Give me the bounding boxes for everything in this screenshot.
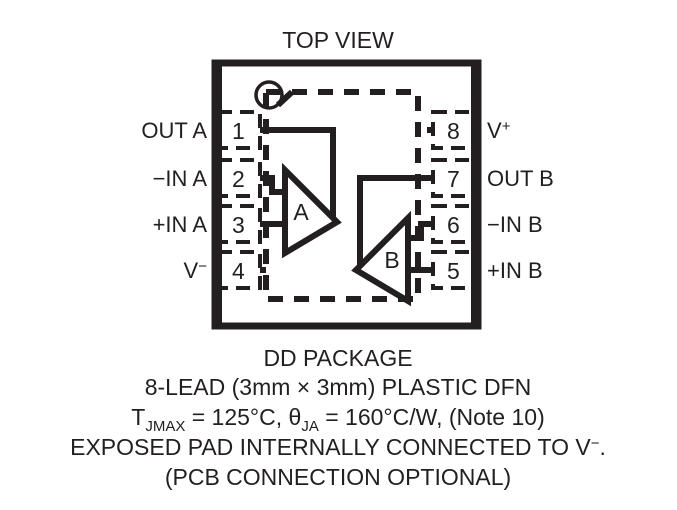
pin-label-out-b: OUT B [487, 166, 554, 191]
pin-label-noninv-in-a: +IN A [153, 212, 208, 237]
pin-number-2: 2 [232, 166, 245, 192]
amp-a-triangle [282, 162, 342, 259]
pin-label-inv-in-b: −IN B [487, 212, 543, 237]
pin-label-inv-in-a: −IN A [153, 166, 208, 191]
pin-number-8: 8 [447, 118, 460, 144]
caption-lead-count: 8-LEAD (3mm × 3mm) PLASTIC DFN [145, 374, 532, 400]
pin-number-5: 5 [447, 258, 460, 284]
amp-b-triangle [351, 210, 411, 307]
pin-number-3: 3 [232, 212, 245, 238]
pin-label-out-a: OUT A [141, 118, 207, 143]
pin-number-7: 7 [447, 166, 460, 192]
pin-pad-6 [431, 204, 477, 244]
trace-pin2-to-amp-a-inverting [260, 175, 285, 195]
amplifier-b-group: B [351, 127, 433, 307]
trace-pin6-to-amp-b-inverting [408, 221, 433, 241]
amp-a-label: A [293, 199, 309, 225]
diagram-title: TOP VIEW [282, 27, 394, 53]
caption-package-name: DD PACKAGE [263, 345, 412, 371]
trace-pin1-to-amp-a-output [260, 127, 336, 222]
pin-label-noninv-in-b: +IN B [487, 258, 543, 283]
pin-label-v-minus: V− [184, 258, 208, 283]
pin-label-v-plus: V+ [487, 118, 511, 143]
trace-pin7-to-amp-b-output [357, 175, 433, 270]
amplifier-a-group: A [260, 127, 342, 273]
caption-exposed-pad-note: EXPOSED PAD INTERNALLY CONNECTED TO V−. [70, 434, 606, 460]
pin-number-4: 4 [232, 258, 245, 284]
amp-b-label: B [384, 247, 399, 273]
pin-pad-3 [216, 204, 262, 244]
pin-number-6: 6 [447, 212, 460, 238]
pin-1-indicator-slash [275, 89, 295, 108]
caption-thermal-spec: TJMAX = 125°C, θJA = 160°C/W, (Note 10) [131, 404, 544, 435]
pin-1-indicator-circle [254, 80, 284, 110]
caption-pcb-connection-note: (PCB CONNECTION OPTIONAL) [165, 464, 511, 490]
pin-number-1: 1 [232, 118, 245, 144]
